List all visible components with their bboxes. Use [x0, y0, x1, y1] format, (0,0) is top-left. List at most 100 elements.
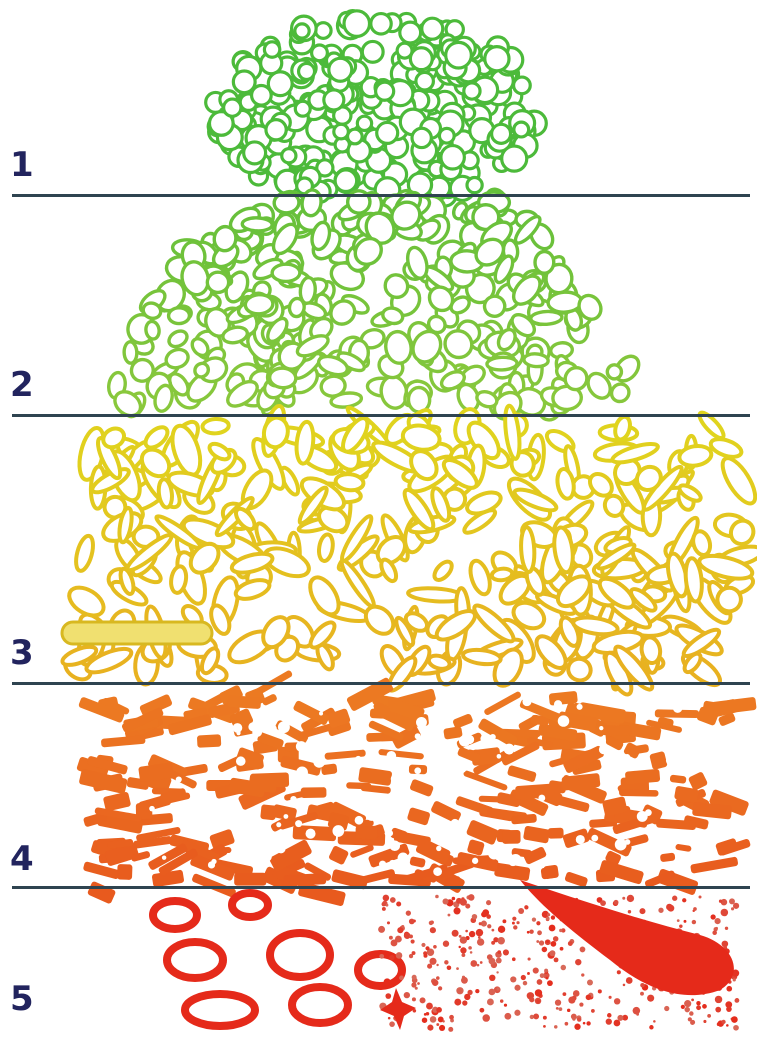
grade-1-gland: [485, 47, 509, 71]
grade-3-gland: [64, 582, 108, 621]
grade-1-gland: [441, 146, 464, 169]
grade-5-cell: [598, 989, 602, 993]
grade-5-cell: [412, 951, 416, 955]
grade-5-cell: [487, 924, 491, 928]
grade-5-cell: [523, 981, 527, 985]
grade-3-gland: [233, 576, 271, 602]
grade-1-gland: [446, 42, 472, 68]
grade-5-cell: [521, 975, 526, 980]
grade-5-cell: [580, 947, 586, 953]
grade-5-cell: [427, 964, 432, 969]
grade-5-cell: [528, 957, 531, 960]
grade-1-gland: [371, 14, 391, 34]
grade-5-cell: [468, 894, 475, 901]
grade-4-lumen: [149, 806, 155, 812]
grade-4-lumen: [313, 756, 325, 768]
grade-5-cell: [551, 915, 555, 919]
grade-5-cell: [385, 993, 391, 999]
grade-5-cell: [549, 950, 555, 956]
grade-5-cell: [529, 997, 534, 1002]
grade-4-mass: [463, 770, 509, 791]
grade-4-mass: [467, 839, 485, 856]
grade-5-cell: [692, 920, 696, 924]
grade-4-mass: [234, 873, 266, 886]
grade-4-mass: [283, 873, 326, 886]
grade-4-lumen: [615, 839, 627, 851]
grade-5-cell: [707, 1014, 711, 1018]
grade-4-mass: [227, 695, 261, 709]
grade-5-cell: [561, 965, 566, 970]
grade-5-cell: [449, 1015, 454, 1020]
grade-4-lumen: [457, 764, 466, 773]
grade-4-lumen: [366, 810, 377, 821]
grade-5-ring: [153, 901, 197, 929]
grade-5-cell: [600, 900, 606, 906]
grade-5-cell: [378, 926, 385, 933]
grade-5-cell: [430, 1016, 437, 1023]
grade-4-lumen: [532, 698, 537, 703]
grade-5-cell: [639, 908, 645, 914]
grade-5-cell: [560, 947, 564, 951]
grade-5-cell: [555, 999, 561, 1005]
grade-5-cell: [567, 1009, 570, 1012]
grade-5-cell: [401, 925, 404, 928]
grade-4-mass: [197, 734, 221, 748]
grade-5-cell: [551, 941, 557, 947]
grade-5-cell: [684, 920, 687, 923]
grade-5-cell: [568, 997, 575, 1004]
grade-4-lumen: [189, 821, 199, 831]
grade-4-lumen: [268, 724, 277, 733]
grade-4-lumen: [558, 715, 569, 726]
grade-4-lumen: [465, 735, 474, 744]
grade-5-cell: [563, 992, 567, 996]
grade-4-mass: [675, 844, 692, 852]
grade-5-cell: [715, 918, 721, 924]
grade-5-cell: [383, 978, 390, 985]
grade-5-cell: [382, 902, 386, 906]
grade-4-lumen: [389, 840, 400, 851]
grade-5-cell: [726, 1024, 729, 1027]
grade-5-cell: [572, 1017, 575, 1020]
grade-4-lumen: [414, 767, 421, 774]
grade-4-lumen: [246, 808, 253, 815]
grade-4-mass: [301, 787, 327, 798]
grade-5-cell: [433, 945, 437, 949]
grade-label-2: 2: [10, 368, 34, 402]
grade-5-cell: [448, 914, 451, 917]
grade-5-cell: [467, 990, 472, 995]
grade-4-mass: [649, 751, 668, 770]
grade-4-mass: [523, 825, 550, 843]
grade-5-cell: [389, 955, 394, 960]
grade-1-gland: [312, 45, 328, 61]
grade-2-gland: [487, 357, 517, 371]
grade-5-cell: [715, 1007, 721, 1013]
grade-4-lumen: [490, 734, 496, 740]
grade-5-cell: [504, 1013, 511, 1020]
grade-5-cell: [733, 978, 736, 981]
grade-4-lumen: [625, 839, 631, 845]
grade-5-cell: [461, 953, 465, 957]
grade-1-gland: [357, 116, 371, 130]
grade-5-cell: [542, 947, 548, 953]
grade-4-lumen: [421, 777, 426, 782]
grade-4-lumen: [342, 740, 347, 745]
grade-5-cell: [626, 977, 633, 984]
grade-5-cell: [703, 1020, 706, 1023]
grade-1-gland: [315, 23, 331, 39]
grade-1-gland: [224, 99, 241, 116]
grade-5-cell: [496, 958, 502, 964]
grade-4-lumen: [599, 726, 603, 730]
grade-2-gland: [288, 298, 305, 318]
grade-5-cell: [503, 949, 509, 955]
grade-5-cell: [689, 1011, 693, 1015]
grade-2-gland: [168, 308, 189, 324]
grade-5-cell: [477, 938, 484, 945]
grade-5-cell: [554, 1025, 557, 1028]
grade-5-cell: [502, 919, 506, 923]
grade-5-cell: [417, 982, 420, 985]
grade-5-cell: [444, 960, 448, 964]
grade-4-lumen: [591, 835, 598, 842]
grade-5-cell: [452, 930, 459, 937]
grade-5-cell: [581, 973, 584, 976]
grade-4-lumen: [337, 768, 342, 773]
